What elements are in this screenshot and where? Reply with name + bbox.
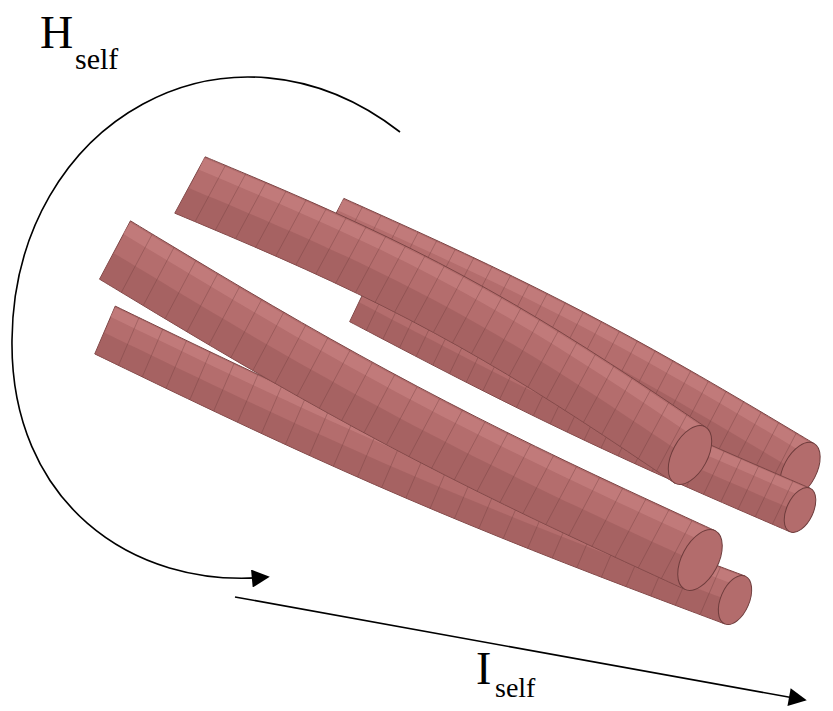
segment-line xyxy=(569,477,600,535)
segment-line xyxy=(490,308,520,364)
segment-line xyxy=(319,350,350,408)
strand-shade xyxy=(95,332,734,624)
strand-body xyxy=(100,221,716,589)
segment-line xyxy=(309,408,329,456)
segment-line xyxy=(755,473,776,516)
segment-line xyxy=(142,329,162,377)
segment-line xyxy=(238,375,258,423)
segment-line xyxy=(433,276,463,332)
segment-line xyxy=(583,366,613,422)
segment-line xyxy=(143,247,174,305)
segment-line xyxy=(236,182,266,238)
segment-line xyxy=(615,499,646,557)
segment-line xyxy=(342,362,373,420)
segment-line xyxy=(386,386,417,444)
strand-end xyxy=(659,418,720,491)
segment-line xyxy=(231,299,262,357)
twisted-strands xyxy=(95,157,829,630)
segment-line xyxy=(620,390,650,446)
segment-line xyxy=(638,510,669,568)
segment-line xyxy=(409,398,440,456)
segment-line xyxy=(165,260,196,318)
segment-line xyxy=(276,200,306,256)
segment-line xyxy=(121,234,152,292)
segment-line xyxy=(195,165,225,221)
segment-line xyxy=(565,354,595,410)
segment-line xyxy=(261,386,281,434)
segment-line xyxy=(477,433,508,491)
segment-line xyxy=(296,209,326,265)
segment-line xyxy=(214,363,234,411)
strand-end xyxy=(778,483,823,538)
segment-line xyxy=(716,402,744,455)
segment-line xyxy=(364,374,395,432)
current-symbol: I xyxy=(476,646,491,692)
segment-line xyxy=(119,318,139,366)
segment-line xyxy=(275,325,306,383)
segment-line xyxy=(253,312,284,370)
segment-line xyxy=(297,338,328,396)
segment-line xyxy=(375,246,405,302)
segment-line xyxy=(721,459,742,502)
segment-line xyxy=(395,256,425,312)
segment-line xyxy=(355,236,385,292)
segment-line xyxy=(523,455,554,513)
segment-line xyxy=(209,286,240,344)
segment-line xyxy=(738,466,759,509)
strand-end xyxy=(669,522,732,597)
segment-line xyxy=(602,378,632,434)
segment-line xyxy=(500,444,531,502)
strand xyxy=(100,221,732,598)
segment-line xyxy=(432,410,463,468)
segment-line xyxy=(638,402,668,458)
segment-line xyxy=(453,287,483,343)
segment-line xyxy=(285,397,305,445)
segment-line xyxy=(546,466,577,524)
segment-line xyxy=(190,352,210,400)
segment-line xyxy=(592,488,623,546)
strand-body xyxy=(95,306,745,624)
strand-end xyxy=(712,570,759,629)
segment-line xyxy=(215,174,245,230)
segment-line xyxy=(509,319,539,375)
segment-line xyxy=(454,422,485,480)
segment-line xyxy=(547,342,577,398)
field-subscript: self xyxy=(75,44,118,74)
strand-shade xyxy=(100,253,699,589)
segment-line xyxy=(472,297,502,353)
field-symbol: H xyxy=(40,10,73,56)
segment-line xyxy=(528,331,558,387)
current-subscript: self xyxy=(495,674,535,702)
segment-line xyxy=(316,218,346,274)
segment-line xyxy=(187,273,218,331)
strand-highlight xyxy=(127,228,712,538)
field-arrow xyxy=(12,77,400,578)
strand xyxy=(95,306,759,629)
segment-line xyxy=(336,227,366,283)
segment-line xyxy=(166,341,186,389)
segment-line xyxy=(414,266,444,322)
segment-line xyxy=(256,191,286,247)
